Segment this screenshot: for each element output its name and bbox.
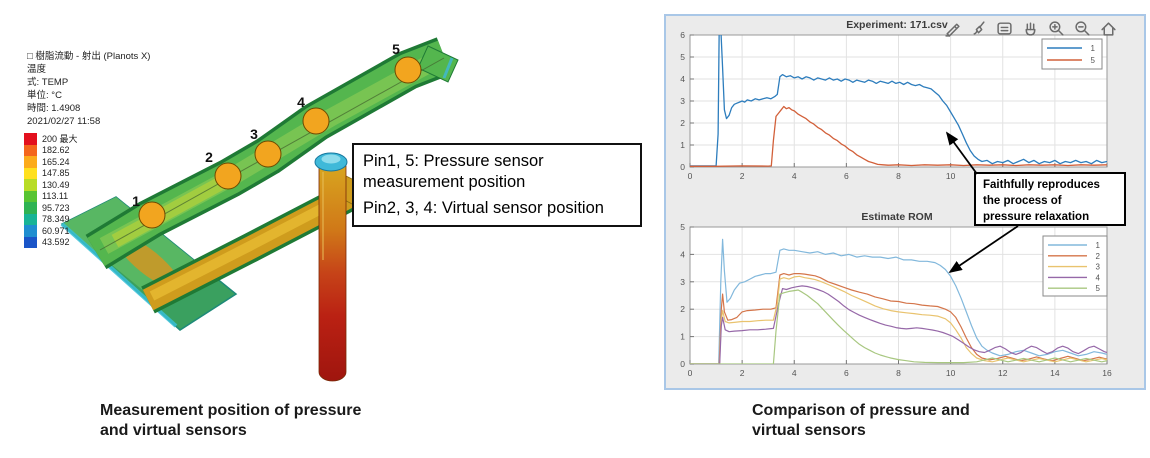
colorbar-swatch [24,202,37,214]
zoom-in-icon[interactable] [1048,20,1065,37]
colorbar-row: 165.24 [24,156,78,168]
bottom-chart-title: Estimate ROM [861,211,933,223]
svg-text:1: 1 [132,193,140,209]
datatips-icon[interactable] [996,20,1013,37]
right-caption: Comparison of pressure and virtual senso… [752,402,970,439]
colorbar-swatch [24,225,37,237]
svg-text:4: 4 [792,368,797,378]
svg-text:4: 4 [680,249,685,259]
colorbar-swatch [24,133,37,145]
svg-text:12: 12 [998,368,1008,378]
svg-text:3: 3 [1096,263,1101,272]
svg-text:5: 5 [1096,284,1101,293]
svg-text:0: 0 [680,162,685,172]
colorbar-swatch [24,179,37,191]
svg-text:6: 6 [844,368,849,378]
pin-note-item: Pin2, 3, 4: Virtual sensor position [363,199,604,217]
svg-text:3: 3 [250,126,258,142]
figure-panel: Experiment: 171.csv 02468101214160123456… [664,14,1146,390]
svg-text:1: 1 [1096,241,1101,250]
colorbar-swatch [24,144,37,156]
svg-text:8: 8 [896,368,901,378]
svg-text:1: 1 [1091,44,1096,53]
cae-model: 1 2 3 4 5 [60,37,459,382]
temperature-colorbar: 200 最大 182.62 165.24 147.85 130.49 113.1… [24,133,78,248]
svg-text:0: 0 [680,359,685,369]
home-icon[interactable] [1100,20,1117,37]
colorbar-row: 113.11 [24,190,78,202]
svg-text:5: 5 [1091,56,1096,65]
svg-text:6: 6 [680,30,685,40]
svg-text:5: 5 [680,52,685,62]
svg-text:1: 1 [680,332,685,342]
sensor-pins: 1 2 3 4 5 [132,41,422,229]
zoom-out-icon[interactable] [1074,20,1091,37]
colorbar-swatch [24,156,37,168]
colorbar-row: 43.592 [24,236,78,248]
colorbar-row: 130.49 [24,179,78,191]
svg-text:3: 3 [680,277,685,287]
brush-icon[interactable] [970,20,987,37]
svg-text:14: 14 [1050,368,1060,378]
svg-text:4: 4 [1096,273,1101,282]
experiment-chart: 0246810121416012345615 [680,30,1112,181]
colorbar-row: 200 最大 [24,133,78,145]
colorbar-swatch [24,190,37,202]
pin-3: 3 [250,126,282,168]
svg-text:10: 10 [946,171,956,181]
colorbar-swatch [24,213,37,225]
svg-text:2: 2 [680,118,685,128]
pin-1: 1 [132,193,166,229]
pan-icon[interactable] [1022,20,1039,37]
pin-note-item: Pin1, 5: Pressure sensor measurement pos… [363,152,544,191]
svg-text:0: 0 [688,171,693,181]
svg-text:2: 2 [680,304,685,314]
svg-text:6: 6 [844,171,849,181]
svg-text:4: 4 [680,74,685,84]
colorbar-row: 95.723 [24,202,78,214]
svg-text:10: 10 [946,368,956,378]
svg-text:4: 4 [297,94,305,110]
export-icon[interactable] [944,20,961,37]
colorbar-swatch [24,167,37,179]
left-caption: Measurement position of pressure and vir… [100,402,362,439]
svg-text:5: 5 [680,222,685,232]
colorbar-row: 147.85 [24,167,78,179]
svg-text:2: 2 [1096,252,1101,261]
svg-text:16: 16 [1102,368,1112,378]
svg-text:3: 3 [680,96,685,106]
svg-text:2: 2 [740,171,745,181]
svg-text:2: 2 [740,368,745,378]
runner-lower-bar [141,181,359,314]
svg-text:0: 0 [688,368,693,378]
colorbar-row: 182.62 [24,144,78,156]
pin-2: 2 [205,149,242,190]
svg-text:8: 8 [896,171,901,181]
colorbar-swatch [24,236,37,248]
svg-text:5: 5 [392,41,400,57]
cae-info-line: 単位: °C [27,90,62,101]
svg-text:4: 4 [792,171,797,181]
axes-toolbar [944,20,1117,37]
callout-box: Faithfully reproduces the process of pre… [974,172,1126,226]
cae-info-line: 式: TEMP [27,77,69,88]
cae-info-line: □ 樹脂流動 - 射出 (Planots X) [27,51,151,62]
svg-text:2: 2 [205,149,213,165]
cae-info-block: □ 樹脂流動 - 射出 (Planots X) 温度 式: TEMP 単位: °… [27,50,150,128]
cae-info-line: 2021/02/27 11:58 [27,116,101,127]
pin-4: 4 [297,94,330,135]
top-chart-title: Experiment: 171.csv [846,19,948,31]
svg-text:1: 1 [680,140,685,150]
colorbar-row: 60.971 [24,225,78,237]
colorbar-row: 78.349 [24,213,78,225]
pin-5: 5 [392,41,422,84]
cae-info-line: 温度 [27,64,47,75]
sprue-cylinder [318,165,347,382]
cae-info-line: 時間: 1.4908 [27,103,81,114]
sprue-cap [314,152,348,172]
pin-annotation-box: Pin1, 5: Pressure sensor measurement pos… [352,143,642,227]
